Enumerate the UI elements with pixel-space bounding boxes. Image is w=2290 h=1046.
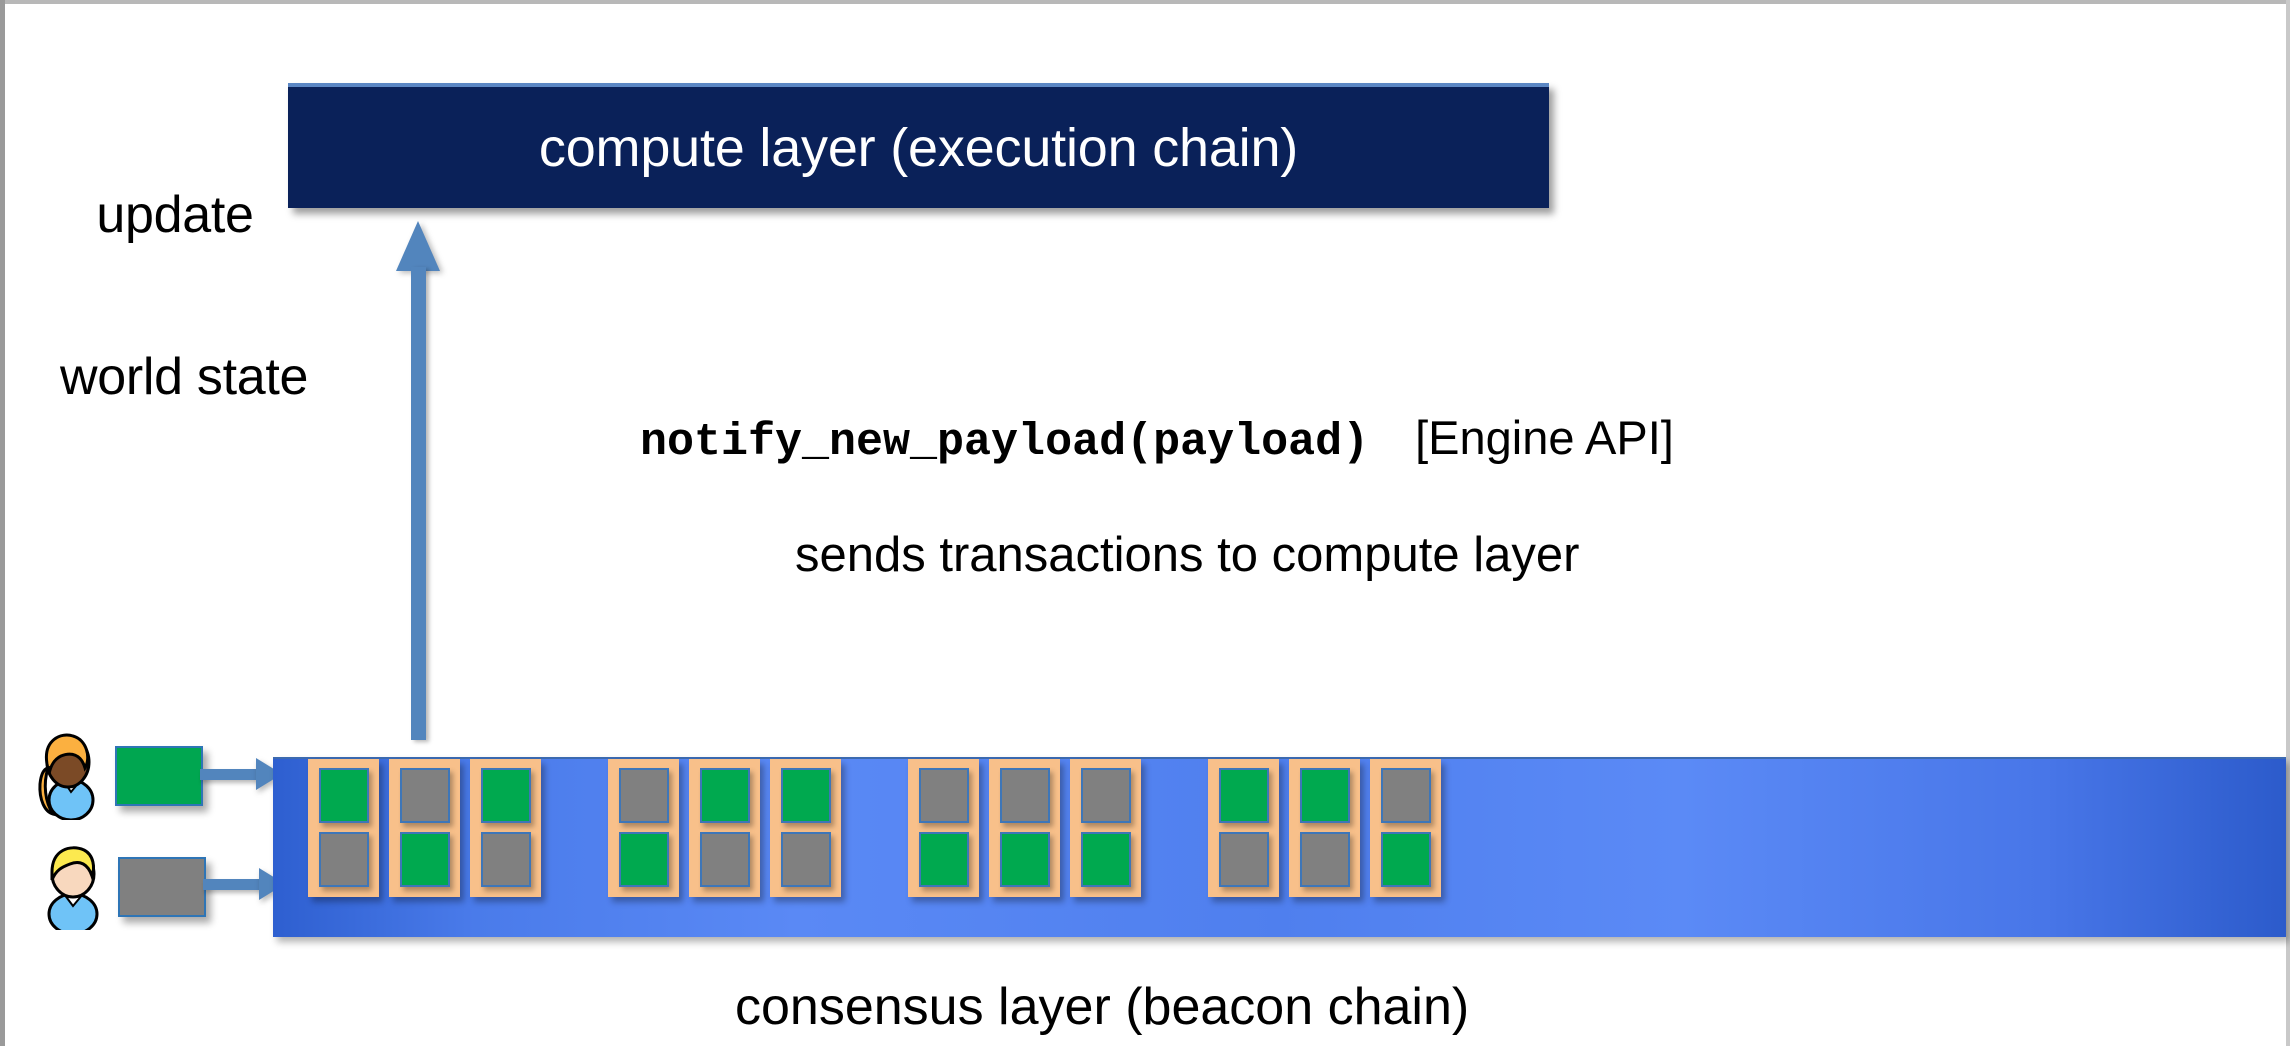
slot-cell-top-gray — [918, 768, 969, 823]
slot-cell-bottom-gray — [699, 832, 750, 887]
arrow-shaft-up — [411, 267, 426, 740]
sends-transactions-note: sends transactions to compute layer — [795, 528, 1580, 582]
slot-cell-top-green — [480, 768, 531, 823]
transaction-block-gray — [118, 857, 206, 917]
compute-layer-bar: compute layer (execution chain) — [288, 83, 1549, 208]
slot-group — [308, 759, 541, 897]
beacon-slot — [1370, 759, 1441, 897]
slot-cell-top-gray — [618, 768, 669, 823]
beacon-slot — [470, 759, 541, 897]
slot-cell-bottom-green — [1380, 832, 1431, 887]
slot-cell-bottom-green — [618, 832, 669, 887]
update-world-state-note: update world state — [60, 80, 309, 513]
person-orange-hair-icon — [35, 728, 101, 822]
slot-cell-bottom-gray — [780, 832, 831, 887]
slot-cell-bottom-gray — [480, 832, 531, 887]
slot-cell-bottom-gray — [1299, 832, 1350, 887]
beacon-slot — [1289, 759, 1360, 897]
slot-cell-bottom-gray — [1218, 832, 1269, 887]
slot-cell-bottom-green — [399, 832, 450, 887]
engine-api-line: notify_new_payload(payload) [Engine API] — [640, 411, 1674, 468]
slot-cell-top-green — [780, 768, 831, 823]
slot-group — [908, 759, 1141, 897]
slide-top-border — [0, 0, 2290, 4]
slot-cell-bottom-green — [918, 832, 969, 887]
slot-cell-top-gray — [399, 768, 450, 823]
beacon-slot — [770, 759, 841, 897]
slot-cell-bottom-green — [1080, 832, 1131, 887]
arrow-shaft-right-top — [200, 769, 258, 780]
consensus-layer-label: consensus layer (beacon chain) — [735, 978, 1470, 1036]
submit-transaction-arrow-top — [200, 758, 282, 790]
person-yellow-hair-icon — [40, 838, 106, 936]
compute-layer-label: compute layer (execution chain) — [538, 117, 1299, 178]
slot-group — [608, 759, 841, 897]
beacon-slot — [1208, 759, 1279, 897]
beacon-slot — [389, 759, 460, 897]
beacon-slot — [608, 759, 679, 897]
slot-cell-top-gray — [1380, 768, 1431, 823]
arrow-shaft-right-bottom — [203, 879, 261, 890]
beacon-slot — [908, 759, 979, 897]
update-world-state-line2: world state — [60, 348, 309, 407]
slot-cell-top-green — [699, 768, 750, 823]
beacon-slot — [1070, 759, 1141, 897]
transaction-block-green — [115, 746, 203, 806]
consensus-layer-bar — [273, 757, 2286, 937]
slide-left-border — [0, 0, 5, 1046]
beacon-slot — [689, 759, 760, 897]
slot-cell-top-gray — [999, 768, 1050, 823]
slot-cell-top-green — [1299, 768, 1350, 823]
slot-cell-bottom-gray — [318, 832, 369, 887]
slot-group — [1208, 759, 1441, 897]
notify-new-payload-call: notify_new_payload(payload) — [640, 417, 1370, 468]
slot-cell-bottom-green — [999, 832, 1050, 887]
slide-right-border — [2286, 0, 2290, 1046]
arrow-head-up-icon — [396, 221, 440, 271]
slot-cell-top-green — [318, 768, 369, 823]
notify-payload-arrow — [396, 221, 440, 740]
beacon-slot — [308, 759, 379, 897]
update-world-state-line1: update — [96, 186, 254, 245]
slot-cell-top-gray — [1080, 768, 1131, 823]
slot-groups — [273, 759, 1441, 897]
engine-api-tag: [Engine API] — [1415, 411, 1674, 464]
beacon-slot — [989, 759, 1060, 897]
slot-cell-top-green — [1218, 768, 1269, 823]
epoch-note: 32 blocks in an epoch — [310, 942, 563, 1046]
